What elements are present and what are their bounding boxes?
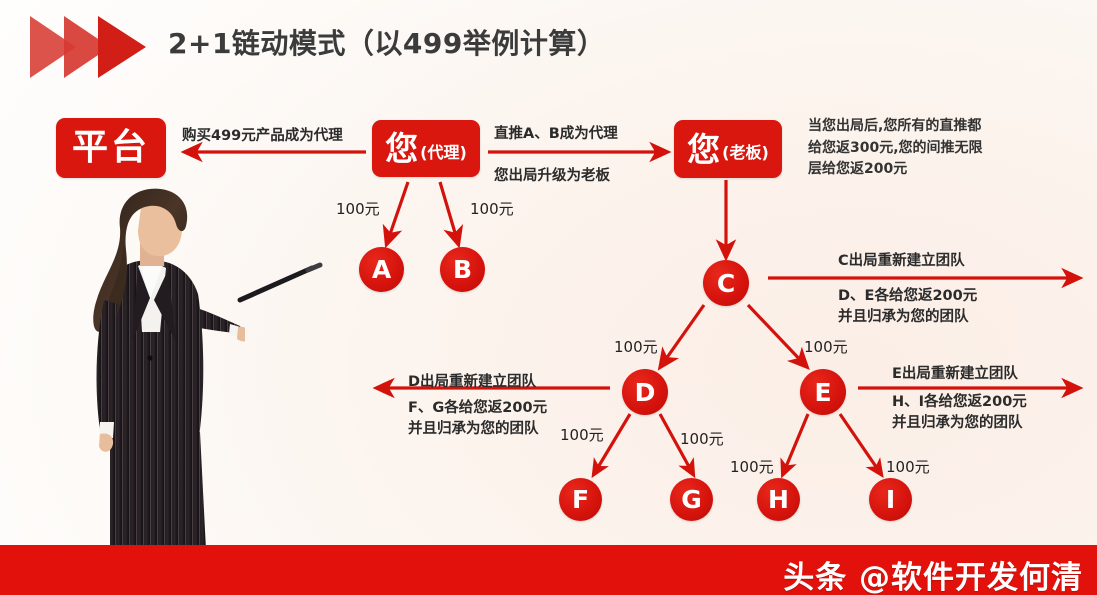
d-exit-line2: 并且归承为您的团队 [408, 420, 539, 437]
watermark-text: 头条 @软件开发何清 [783, 560, 1083, 595]
node-h-label: H [768, 485, 789, 514]
direct-push-bottom-label: 您出局升级为老板 [494, 168, 610, 184]
triple-arrow-icon [24, 8, 164, 86]
node-e[interactable]: E [800, 369, 846, 415]
node-a-label: A [371, 255, 392, 284]
side-note-line3: 层给您返200元 [808, 161, 908, 178]
buy-product-label: 购买499元产品成为代理 [182, 128, 343, 144]
node-i-label: I [885, 485, 896, 514]
money-label-e: 100元 [804, 338, 848, 356]
money-label-i: 100元 [886, 458, 930, 476]
e-exit-note: H、I各给您返200元 并且归承为您的团队 [892, 392, 1092, 433]
d-exit-note: F、G各给您返200元 并且归承为您的团队 [408, 398, 608, 439]
d-exit-top-label: D出局重新建立团队 [408, 374, 537, 390]
node-f[interactable]: F [559, 478, 602, 521]
node-f-label: F [571, 485, 590, 514]
money-label-h: 100元 [730, 458, 774, 476]
platform-label: 平台 [71, 127, 150, 168]
money-label-f: 100元 [560, 426, 604, 444]
node-g[interactable]: G [670, 478, 713, 521]
money-label-a: 100元 [336, 200, 380, 218]
node-e-label: E [814, 377, 832, 407]
platform-box[interactable]: 平台 [56, 118, 166, 178]
d-exit-line1: F、G各给您返200元 [408, 400, 548, 416]
node-c[interactable]: C [703, 260, 749, 306]
you-agent-box[interactable]: 您 (代理) [372, 120, 480, 177]
e-exit-top-label: E出局重新建立团队 [892, 366, 1018, 382]
c-exit-line1: D、E各给您返200元 [838, 288, 978, 304]
side-note: 当您出局后,您所有的直推都 给您返300元,您的间推无限 层给您返200元 [808, 116, 1040, 181]
side-note-line1: 当您出局后,您所有的直推都 [808, 118, 982, 134]
you-boss-sub: (老板) [722, 143, 769, 162]
e-exit-line2: 并且归承为您的团队 [892, 414, 1023, 431]
money-label-g: 100元 [680, 430, 724, 448]
node-d[interactable]: D [622, 369, 668, 415]
c-exit-line2: 并且归承为您的团队 [838, 308, 969, 325]
you-boss-box[interactable]: 您 (老板) [674, 120, 782, 178]
money-label-b: 100元 [470, 200, 514, 218]
node-c-label: C [716, 268, 736, 298]
node-b[interactable]: B [440, 247, 485, 292]
c-exit-top-label: C出局重新建立团队 [838, 253, 965, 269]
footer-bar [0, 545, 1097, 595]
money-label-d: 100元 [614, 338, 658, 356]
node-i[interactable]: I [869, 478, 912, 521]
node-a[interactable]: A [359, 247, 404, 292]
you-boss-main: 您 [687, 129, 721, 169]
e-exit-line1: H、I各给您返200元 [892, 394, 1027, 410]
you-agent-main: 您 [385, 129, 419, 168]
direct-push-top-label: 直推A、B成为代理 [494, 126, 618, 142]
side-note-line2: 给您返300元,您的间推无限 [808, 139, 983, 156]
presenter-photo [80, 182, 252, 550]
node-d-label: D [634, 377, 656, 407]
page-title: 2+1链动模式（以499举例计算） [168, 27, 606, 60]
node-g-label: G [681, 485, 702, 514]
node-b-label: B [452, 255, 473, 284]
you-agent-sub: (代理) [420, 142, 467, 162]
c-exit-note: D、E各给您返200元 并且归承为您的团队 [838, 286, 1048, 327]
node-h[interactable]: H [757, 478, 800, 521]
